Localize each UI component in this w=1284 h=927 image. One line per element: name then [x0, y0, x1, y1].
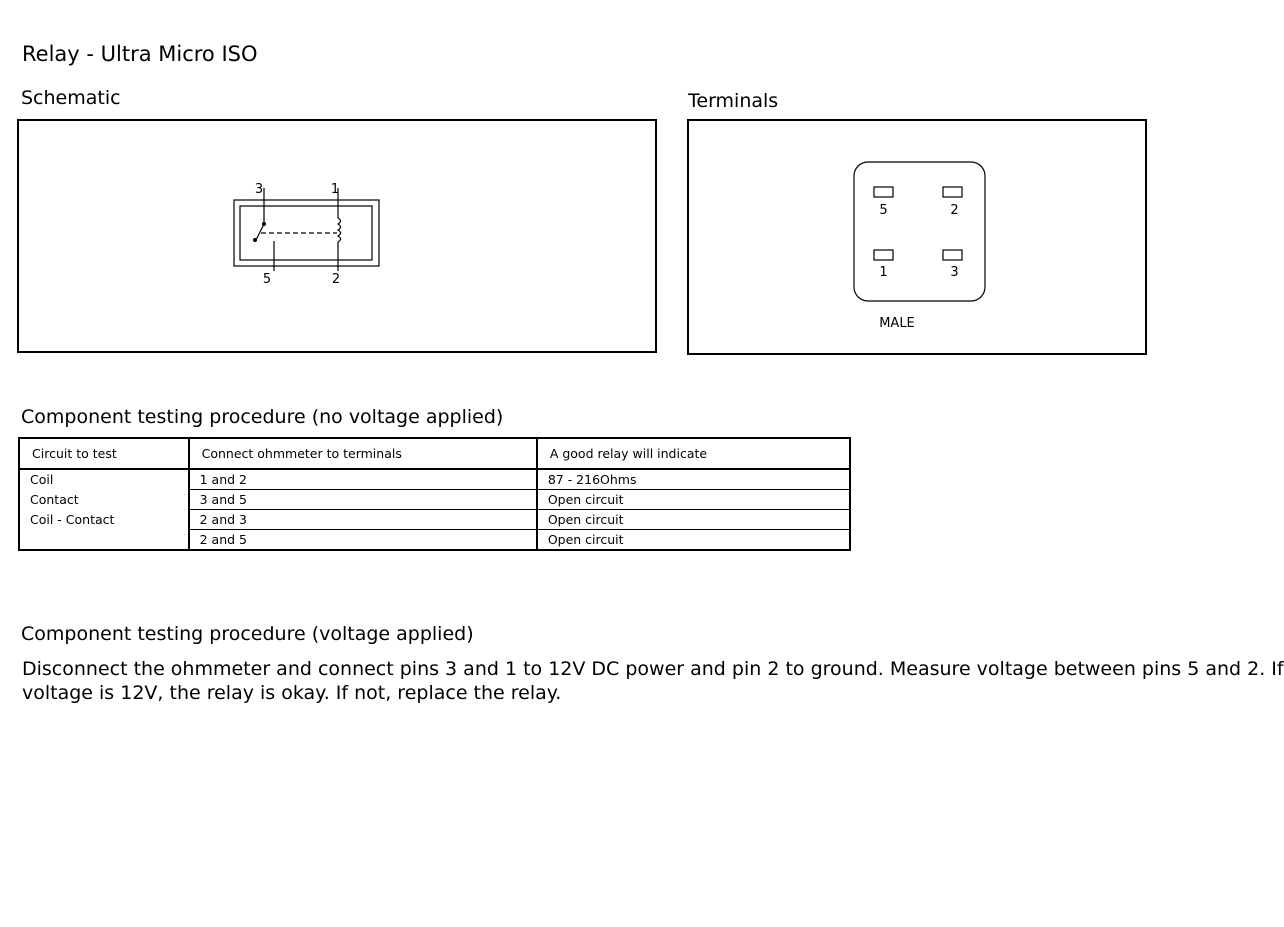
voltage-procedure-text: Disconnect the ohmmeter and connect pins… — [22, 657, 1284, 705]
connector-outline — [853, 161, 986, 302]
table-cell — [18, 529, 190, 551]
relay-schematic-diagram: 3 1 5 2 — [233, 182, 380, 287]
terminal-slot — [942, 249, 963, 261]
voltage-heading: Component testing procedure (voltage app… — [21, 623, 474, 645]
terminal-slot — [873, 249, 894, 261]
page-title: Relay - Ultra Micro ISO — [22, 42, 258, 66]
schematic-pin-5-label: 5 — [263, 272, 271, 287]
terminals-panel: 5 2 1 3 MALE — [687, 119, 1147, 355]
procedure-line: Disconnect the ohmmeter and connect pins… — [22, 658, 1284, 680]
table-cell: Coil - Contact — [18, 509, 190, 530]
connector-gender-label: MALE — [879, 316, 915, 331]
schematic-pin-2-label: 2 — [332, 272, 340, 287]
schematic-pin-1-label: 1 — [331, 182, 339, 197]
terminal-slot — [873, 186, 894, 198]
table-cell: Contact — [18, 489, 190, 510]
table-row: 2 and 5 Open circuit — [18, 529, 852, 551]
procedure-line: voltage is 12V, the relay is okay. If no… — [22, 682, 562, 704]
terminal-3-label: 3 — [950, 265, 958, 280]
terminal-1-label: 1 — [879, 265, 887, 280]
table-cell: 87 - 216Ohms — [535, 469, 852, 490]
table-cell: 2 and 3 — [187, 509, 538, 530]
table-cell: 1 and 2 — [187, 469, 538, 490]
table-cell: 2 and 5 — [187, 529, 538, 551]
table-cell: Open circuit — [535, 529, 852, 551]
schematic-heading: Schematic — [21, 87, 121, 109]
table-row: Coil 1 and 2 87 - 216Ohms — [18, 469, 852, 490]
table-header-row: Circuit to test Connect ohmmeter to term… — [18, 438, 852, 470]
terminals-heading: Terminals — [688, 90, 779, 112]
table-row: Contact 3 and 5 Open circuit — [18, 489, 852, 510]
ohmmeter-test-table: Circuit to test Connect ohmmeter to term… — [18, 437, 852, 551]
column-header: Connect ohmmeter to terminals — [187, 438, 538, 470]
table-cell: 3 and 5 — [187, 489, 538, 510]
terminal-5-label: 5 — [879, 203, 887, 218]
schematic-panel: 3 1 5 2 — [17, 119, 657, 353]
table-cell: Open circuit — [535, 489, 852, 510]
column-header: A good relay will indicate — [535, 438, 852, 470]
table-row: Coil - Contact 2 and 3 Open circuit — [18, 509, 852, 530]
table-cell: Coil — [18, 469, 190, 490]
column-header: Circuit to test — [18, 438, 190, 470]
table-cell: Open circuit — [535, 509, 852, 530]
schematic-pin-3-label: 3 — [255, 182, 263, 197]
terminal-slot — [942, 186, 963, 198]
no-voltage-heading: Component testing procedure (no voltage … — [21, 406, 504, 428]
connector-terminal-diagram: 5 2 1 3 MALE — [853, 161, 986, 331]
terminal-2-label: 2 — [950, 203, 958, 218]
